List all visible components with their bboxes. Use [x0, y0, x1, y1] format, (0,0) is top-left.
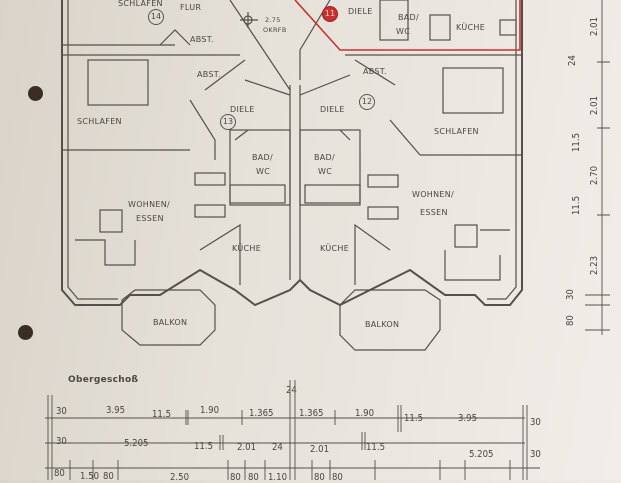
dimension: 11.5: [152, 409, 172, 420]
dimension: 30: [56, 406, 67, 417]
unit-number-badge: 12: [359, 94, 375, 110]
dimension: 80: [248, 472, 259, 483]
unit-number-badge: 13: [220, 114, 236, 130]
dimension: 2.01: [589, 95, 600, 115]
dimension: 2.50: [170, 472, 190, 483]
room-label: BALKON: [153, 318, 188, 327]
dimension: 1.365: [299, 408, 324, 419]
room-label: ABST.: [190, 35, 214, 44]
dimension: 24: [567, 55, 578, 66]
room-label: DIELE: [230, 105, 255, 114]
room-label: SCHLAFEN: [434, 127, 479, 136]
level-value: 2.75: [265, 16, 281, 24]
dimension: 5.205: [469, 449, 494, 460]
dimension: 11.5: [404, 413, 424, 424]
dimension: 80: [230, 472, 241, 483]
floor-title: Obergeschoß: [68, 375, 139, 385]
room-label: WOHNEN/: [128, 200, 171, 209]
dimension: 30: [530, 417, 541, 428]
dimension: 24: [286, 385, 297, 396]
room-label: WOHNEN/: [412, 190, 455, 199]
room-label: KÜCHE: [456, 23, 486, 32]
room-label: ESSEN: [136, 214, 164, 223]
dimension: 24: [272, 442, 283, 453]
room-label: KÜCHE: [232, 244, 262, 253]
room-label: BAD/: [314, 153, 336, 162]
dimension: 80: [565, 315, 576, 326]
unit-number-badge-highlighted: 11: [322, 6, 338, 22]
room-label: BALKON: [365, 320, 400, 329]
room-label: BAD/: [252, 153, 274, 162]
room-label: ABST.: [363, 67, 387, 76]
dimension: 3.95: [458, 413, 478, 424]
room-label: KÜCHE: [320, 244, 350, 253]
dimension: 1.10: [268, 472, 288, 483]
dimension: 2.70: [589, 165, 600, 185]
dimension: 30: [565, 289, 576, 300]
dimension: 2.23: [589, 255, 600, 275]
room-label: SCHLAFEN: [77, 117, 122, 126]
punch-hole: [18, 325, 33, 340]
dimension: 80: [54, 468, 65, 479]
room-label: ESSEN: [420, 208, 448, 217]
dimension: 80: [332, 472, 343, 483]
dimension: 11.5: [571, 132, 582, 152]
dimension: 80: [103, 471, 114, 482]
punch-hole: [28, 86, 43, 101]
dimension: 2.01: [589, 16, 600, 36]
dimension: 1.50: [80, 471, 100, 482]
room-label: WC: [396, 27, 411, 36]
dimension: 1.90: [355, 408, 375, 419]
dimension: 1.90: [200, 405, 220, 416]
dimension: 11.5: [366, 442, 386, 453]
room-label: DIELE: [320, 105, 345, 114]
room-label: FLUR: [180, 3, 202, 12]
room-label: WC: [318, 167, 333, 176]
dimension: 5.205: [124, 438, 149, 449]
dimension: 30: [56, 436, 67, 447]
unit-number-badge: 14: [148, 9, 164, 25]
dimension: 2.01: [310, 444, 330, 455]
level-note: OKRFB: [263, 26, 287, 34]
room-label: BAD/: [398, 13, 420, 22]
dimension: 2.01: [237, 442, 257, 453]
room-label: WC: [256, 167, 271, 176]
dimension: 30: [530, 449, 541, 460]
dimension: 11.5: [571, 195, 582, 215]
dimension: 1.365: [249, 408, 274, 419]
room-label: ABST.: [197, 70, 221, 79]
dimension: 3.95: [106, 405, 126, 416]
dimension: 11.5: [194, 441, 214, 452]
dimension: 80: [314, 472, 325, 483]
room-label: SCHLAFEN: [118, 0, 163, 8]
room-label: DIELE: [348, 7, 373, 16]
